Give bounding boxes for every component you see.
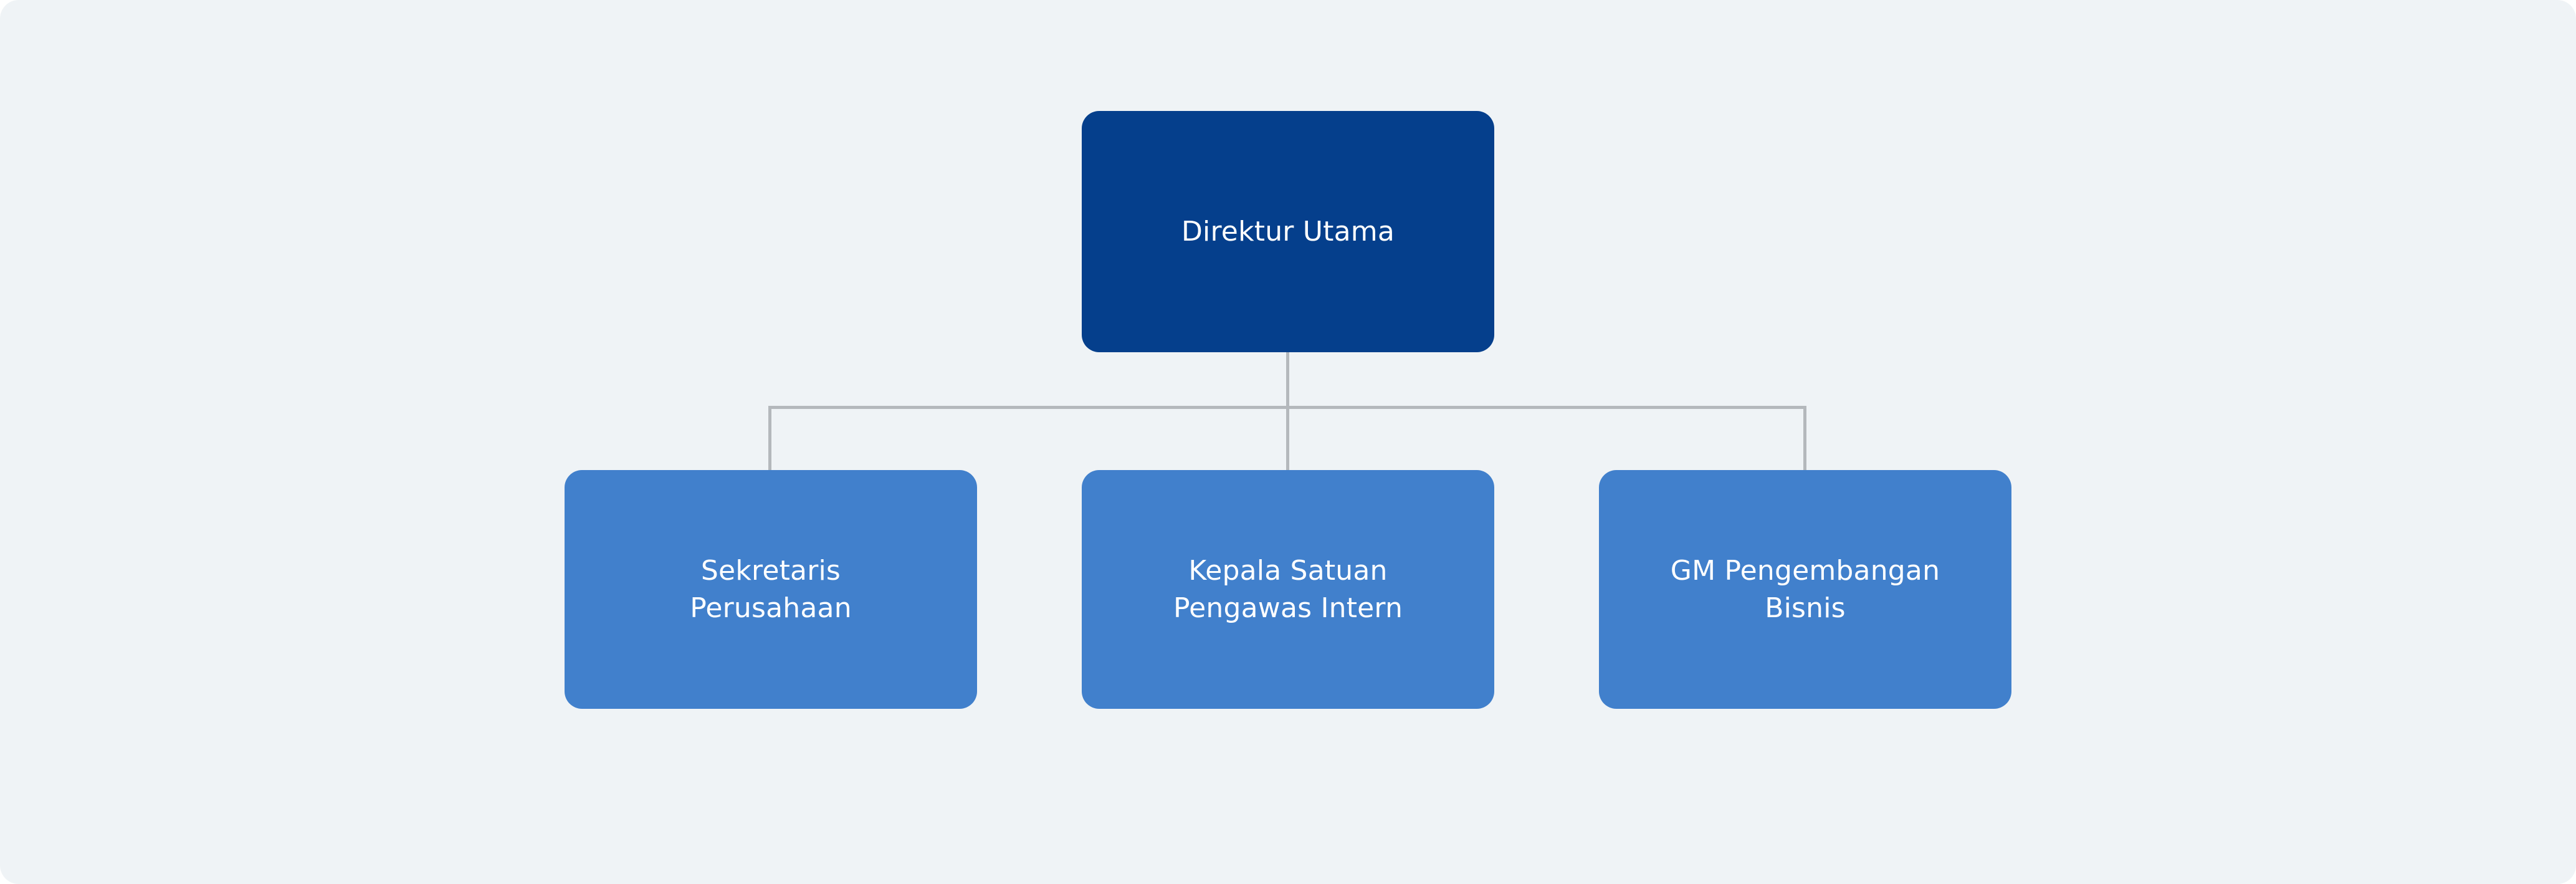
org-node-gm-pengembangan-bisnis[interactable]: GM Pengembangan Bisnis — [1599, 470, 2011, 709]
org-node-label: Kepala Satuan Pengawas Intern — [1173, 554, 1403, 624]
connector-root-stem — [1286, 352, 1289, 409]
connector-drop-gm-pengembangan-bisnis — [1803, 406, 1806, 471]
org-node-sekretaris-perusahaan[interactable]: Sekretaris Perusahaan — [565, 470, 977, 709]
connector-horizontal-bus — [768, 406, 1806, 409]
org-node-label: GM Pengembangan Bisnis — [1670, 554, 1940, 624]
org-node-label: Sekretaris Perusahaan — [690, 554, 852, 624]
org-node-label: Direktur Utama — [1181, 215, 1395, 247]
connector-drop-kepala-satuan-pengawas-intern — [1286, 406, 1289, 471]
connector-drop-sekretaris-perusahaan — [768, 406, 771, 471]
org-node-direktur-utama[interactable]: Direktur Utama — [1082, 111, 1494, 352]
org-node-kepala-satuan-pengawas-intern[interactable]: Kepala Satuan Pengawas Intern — [1082, 470, 1494, 709]
